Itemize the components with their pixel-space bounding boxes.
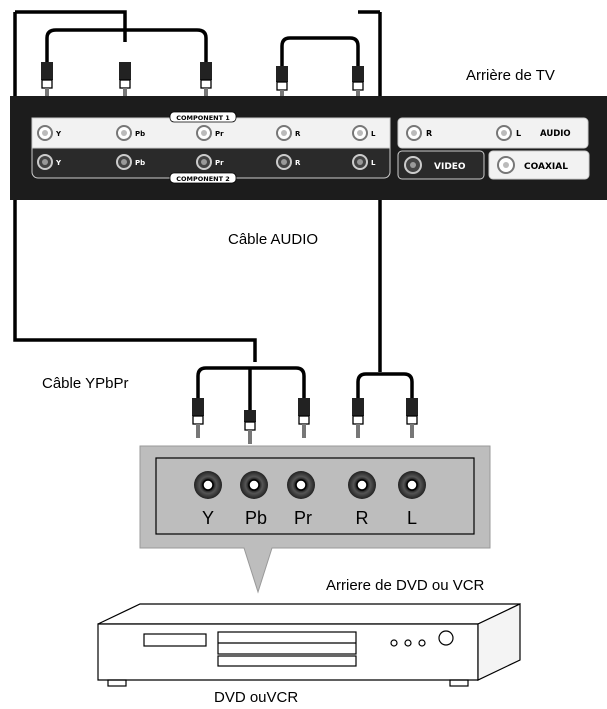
plug-tv-y xyxy=(41,62,53,96)
tv-row2-label-pb: Pb xyxy=(135,159,145,167)
component-2-label: COMPONENT 2 xyxy=(176,175,230,183)
tv-jack-row1-y: Y xyxy=(37,125,62,141)
tv-audio-label: AUDIO xyxy=(540,129,571,139)
tv-jack-row2-l: L xyxy=(352,154,376,170)
plug-dvd-l xyxy=(406,398,418,438)
tv-row1-label-l: L xyxy=(371,130,376,138)
device-button xyxy=(390,639,398,647)
device-foot xyxy=(107,679,127,687)
tv-jack-row1-r: R xyxy=(276,125,301,141)
plug-dvd-pr xyxy=(298,398,310,438)
dvd-device xyxy=(97,603,521,687)
plug-dvd-y xyxy=(192,398,204,438)
plug-dvd-r xyxy=(352,398,364,438)
dvd-jack-r: R xyxy=(348,471,376,528)
dvd-jack-label-y: Y xyxy=(202,508,214,528)
dvd-jack-label-l: L xyxy=(407,508,417,528)
tv-coaxial-label: COAXIAL xyxy=(524,162,568,172)
tv-jack-row1-pr: Pr xyxy=(196,125,224,141)
device-side xyxy=(477,603,521,681)
tv-coaxial-section: COAXIAL xyxy=(488,150,590,180)
device-slot xyxy=(217,655,357,667)
tv-jack-row2-pr: Pr xyxy=(196,154,224,170)
tv-jack-row2-y: Y xyxy=(37,154,62,170)
tv-row2-jacks: Y Pb Pr R L xyxy=(37,154,376,170)
dvd-back-label: Arriere de DVD ou VCR xyxy=(326,577,485,594)
tv-row2-label-l: L xyxy=(371,159,376,167)
dvd-jack-l: L xyxy=(398,471,426,528)
tv-video-section: VIDEO xyxy=(397,150,485,180)
tv-back-panel: COMPONENT 1 COMPONENT 2 Y Pb Pr R xyxy=(10,96,607,200)
tv-row2-label-pr: Pr xyxy=(215,159,224,167)
plug-dvd-pb xyxy=(244,410,256,444)
plug-tv-pr xyxy=(200,62,212,96)
tv-jack-row1-l: L xyxy=(352,125,376,141)
tv-audio-r-label: R xyxy=(426,129,432,138)
tv-video-label: VIDEO xyxy=(434,162,466,172)
tv-row1-label-pr: Pr xyxy=(215,130,224,138)
tv-row2-label-r: R xyxy=(295,159,301,167)
dvd-jack-label-r: R xyxy=(356,508,369,528)
tv-row2-label-y: Y xyxy=(55,159,62,167)
device-display xyxy=(143,633,207,647)
audio-cable-label: Câble AUDIO xyxy=(228,231,318,248)
dvd-back-panel: Y Pb Pr R L xyxy=(139,445,491,594)
ypbpr-cable-label: Câble YPbPr xyxy=(42,375,128,392)
tv-plugs xyxy=(41,62,364,96)
tv-back-label: Arrière de TV xyxy=(466,67,555,84)
device-top xyxy=(97,603,521,625)
tv-audio-section: R L AUDIO xyxy=(397,117,589,149)
device-foot xyxy=(449,679,469,687)
component-1-label: COMPONENT 1 xyxy=(176,114,230,122)
tv-row1-label-y: Y xyxy=(55,130,62,138)
tv-jack-row2-r: R xyxy=(276,154,301,170)
dvd-plugs xyxy=(192,398,418,444)
device-label: DVD ouVCR xyxy=(214,689,298,706)
ypbpr-cable-top-run xyxy=(15,10,127,42)
tv-row1-label-r: R xyxy=(295,130,301,138)
dvd-jack-y: Y xyxy=(194,471,222,528)
device-knob xyxy=(438,630,454,646)
plug-tv-l xyxy=(352,66,364,96)
device-button xyxy=(418,639,426,647)
tv-row1-label-pb: Pb xyxy=(135,130,145,138)
plug-tv-r xyxy=(276,66,288,96)
dvd-jack-pb: Pb xyxy=(240,471,268,528)
tv-jack-row1-pb: Pb xyxy=(116,125,145,141)
tv-component-bundle xyxy=(45,28,208,62)
device-button xyxy=(404,639,412,647)
tv-audio-l-label: L xyxy=(516,129,521,138)
tv-jack-row2-pb: Pb xyxy=(116,154,145,170)
dvd-jack-label-pb: Pb xyxy=(245,508,267,528)
tv-row1-jacks: Y Pb Pr R L xyxy=(37,125,376,141)
dvd-jack-label-pr: Pr xyxy=(294,508,312,528)
tv-audio-bundle xyxy=(280,36,360,66)
plug-tv-pb xyxy=(119,62,131,96)
dvd-jack-pr: Pr xyxy=(287,471,315,528)
dvd-audio-bundle xyxy=(356,372,414,398)
